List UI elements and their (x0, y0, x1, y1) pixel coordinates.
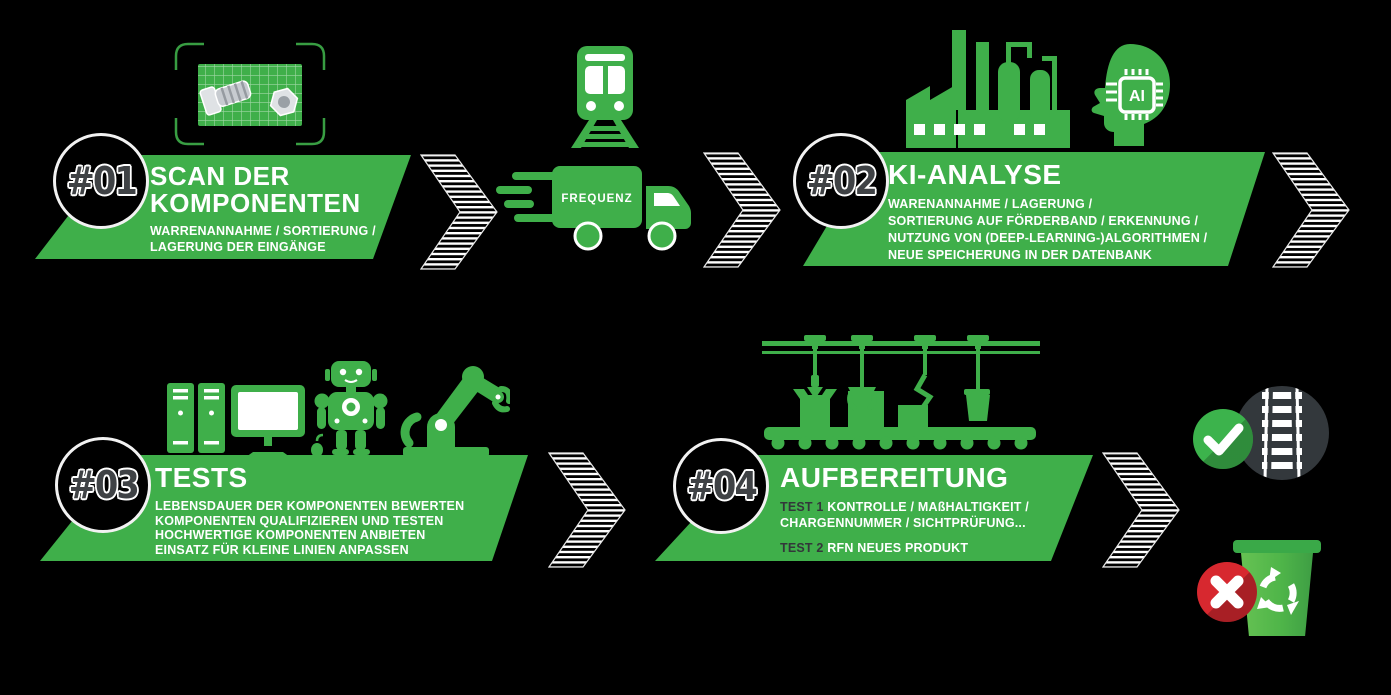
truck-label: FREQUENZ (561, 193, 632, 205)
step-number: #02 (806, 159, 877, 203)
chevron-right-icon (1272, 152, 1350, 268)
step-number-badge-03: #03 (55, 437, 151, 533)
step-subtitle: WARRENANNAHME / SORTIERUNG / LAGERUNG DE… (150, 223, 411, 255)
step-subtitle: LEBENSDAUER DER KOMPONENTEN BEWERTEN KOM… (155, 499, 528, 557)
test-1-line: CHARGENNUMMER / SICHTPRÜFUNG... (780, 516, 1026, 530)
test-equipment-icons (167, 361, 510, 457)
chevron-right-icon (548, 452, 626, 568)
check-icon (1193, 409, 1253, 469)
step-subtitle-line: WARRENANNAHME / SORTIERUNG / (150, 224, 376, 238)
step-subtitle-line: KOMPONENTEN QUALIFIZIEREN UND TESTEN (155, 513, 444, 528)
bin-lid (1233, 540, 1321, 553)
bolt-icon (199, 80, 252, 116)
step-number: #01 (66, 159, 137, 203)
component-scanner-icon (174, 42, 326, 146)
step-subtitle-line: NUTZUNG VON (DEEP-LEARNING-)ALGORITHMEN … (888, 231, 1208, 245)
step-subtitle: TEST 1 KONTROLLE / MAßHALTIGKEIT / CHARG… (780, 499, 1093, 556)
test-1-label: TEST 1 (780, 500, 824, 514)
step-title: SCAN DER KOMPONENTEN (150, 161, 361, 218)
speed-lines-icon (496, 172, 564, 222)
chevron-right-icon (703, 152, 781, 268)
step-title: AUFBEREITUNG (780, 462, 1009, 493)
step-title: TESTS (155, 462, 248, 493)
ai-chip-label: AI (1129, 88, 1145, 105)
cross-icon (1197, 562, 1257, 622)
recycle-symbol-icon (1257, 567, 1299, 615)
nut-icon (269, 87, 299, 117)
chevron-right-icon (420, 154, 498, 270)
step-subtitle-line: WARENANNAHME / LAGERUNG / (888, 197, 1093, 211)
step-number: #03 (68, 463, 139, 507)
robot-arm-icon (400, 366, 510, 457)
chevron-right-icon (1102, 452, 1180, 568)
test-2-line: TEST 2 RFN NEUES PRODUKT (780, 541, 969, 555)
factory-icon (906, 30, 1070, 148)
step-subtitle-line: SORTIERUNG AUF FÖRDERBAND / ERKENNUNG / (888, 214, 1199, 228)
test-2-label: TEST 2 (780, 541, 824, 555)
robot-icon (314, 361, 388, 455)
railway-track-icon (1262, 386, 1302, 480)
step-title: KI-ANALYSE (888, 159, 1062, 190)
step-number-badge-01: #01 (53, 133, 149, 229)
step-subtitle-line: NEUE SPEICHERUNG IN DER DATENBANK (888, 248, 1153, 262)
delivery-truck-icon: FREQUENZ (496, 166, 691, 251)
production-line-icon (762, 335, 1040, 450)
server-towers-icon (167, 383, 225, 453)
monitor-icon (231, 385, 324, 457)
step-number: #04 (686, 464, 757, 508)
step-subtitle-line: LEBENSDAUER DER KOMPONENTEN BEWERTEN (155, 499, 465, 513)
step-subtitle-line: EINSATZ FÜR KLEINE LINIEN ANPASSEN (155, 542, 409, 557)
step-subtitle-line: LAGERUNG DER EINGÄNGE (150, 240, 326, 254)
step-number-badge-02: #02 (793, 133, 889, 229)
ai-head-icon: AI (1091, 44, 1170, 146)
step-subtitle: WARENANNAHME / LAGERUNG / SORTIERUNG AUF… (888, 196, 1265, 264)
test-1-line: TEST 1 KONTROLLE / MAßHALTIGKEIT / (780, 500, 1029, 514)
chip-pins-icon (1106, 69, 1163, 120)
train-icon (571, 46, 639, 148)
step-number-badge-04: #04 (673, 438, 769, 534)
step-subtitle-line: HOCHWERTIGE KOMPONENTEN ANBIETEN (155, 528, 426, 542)
